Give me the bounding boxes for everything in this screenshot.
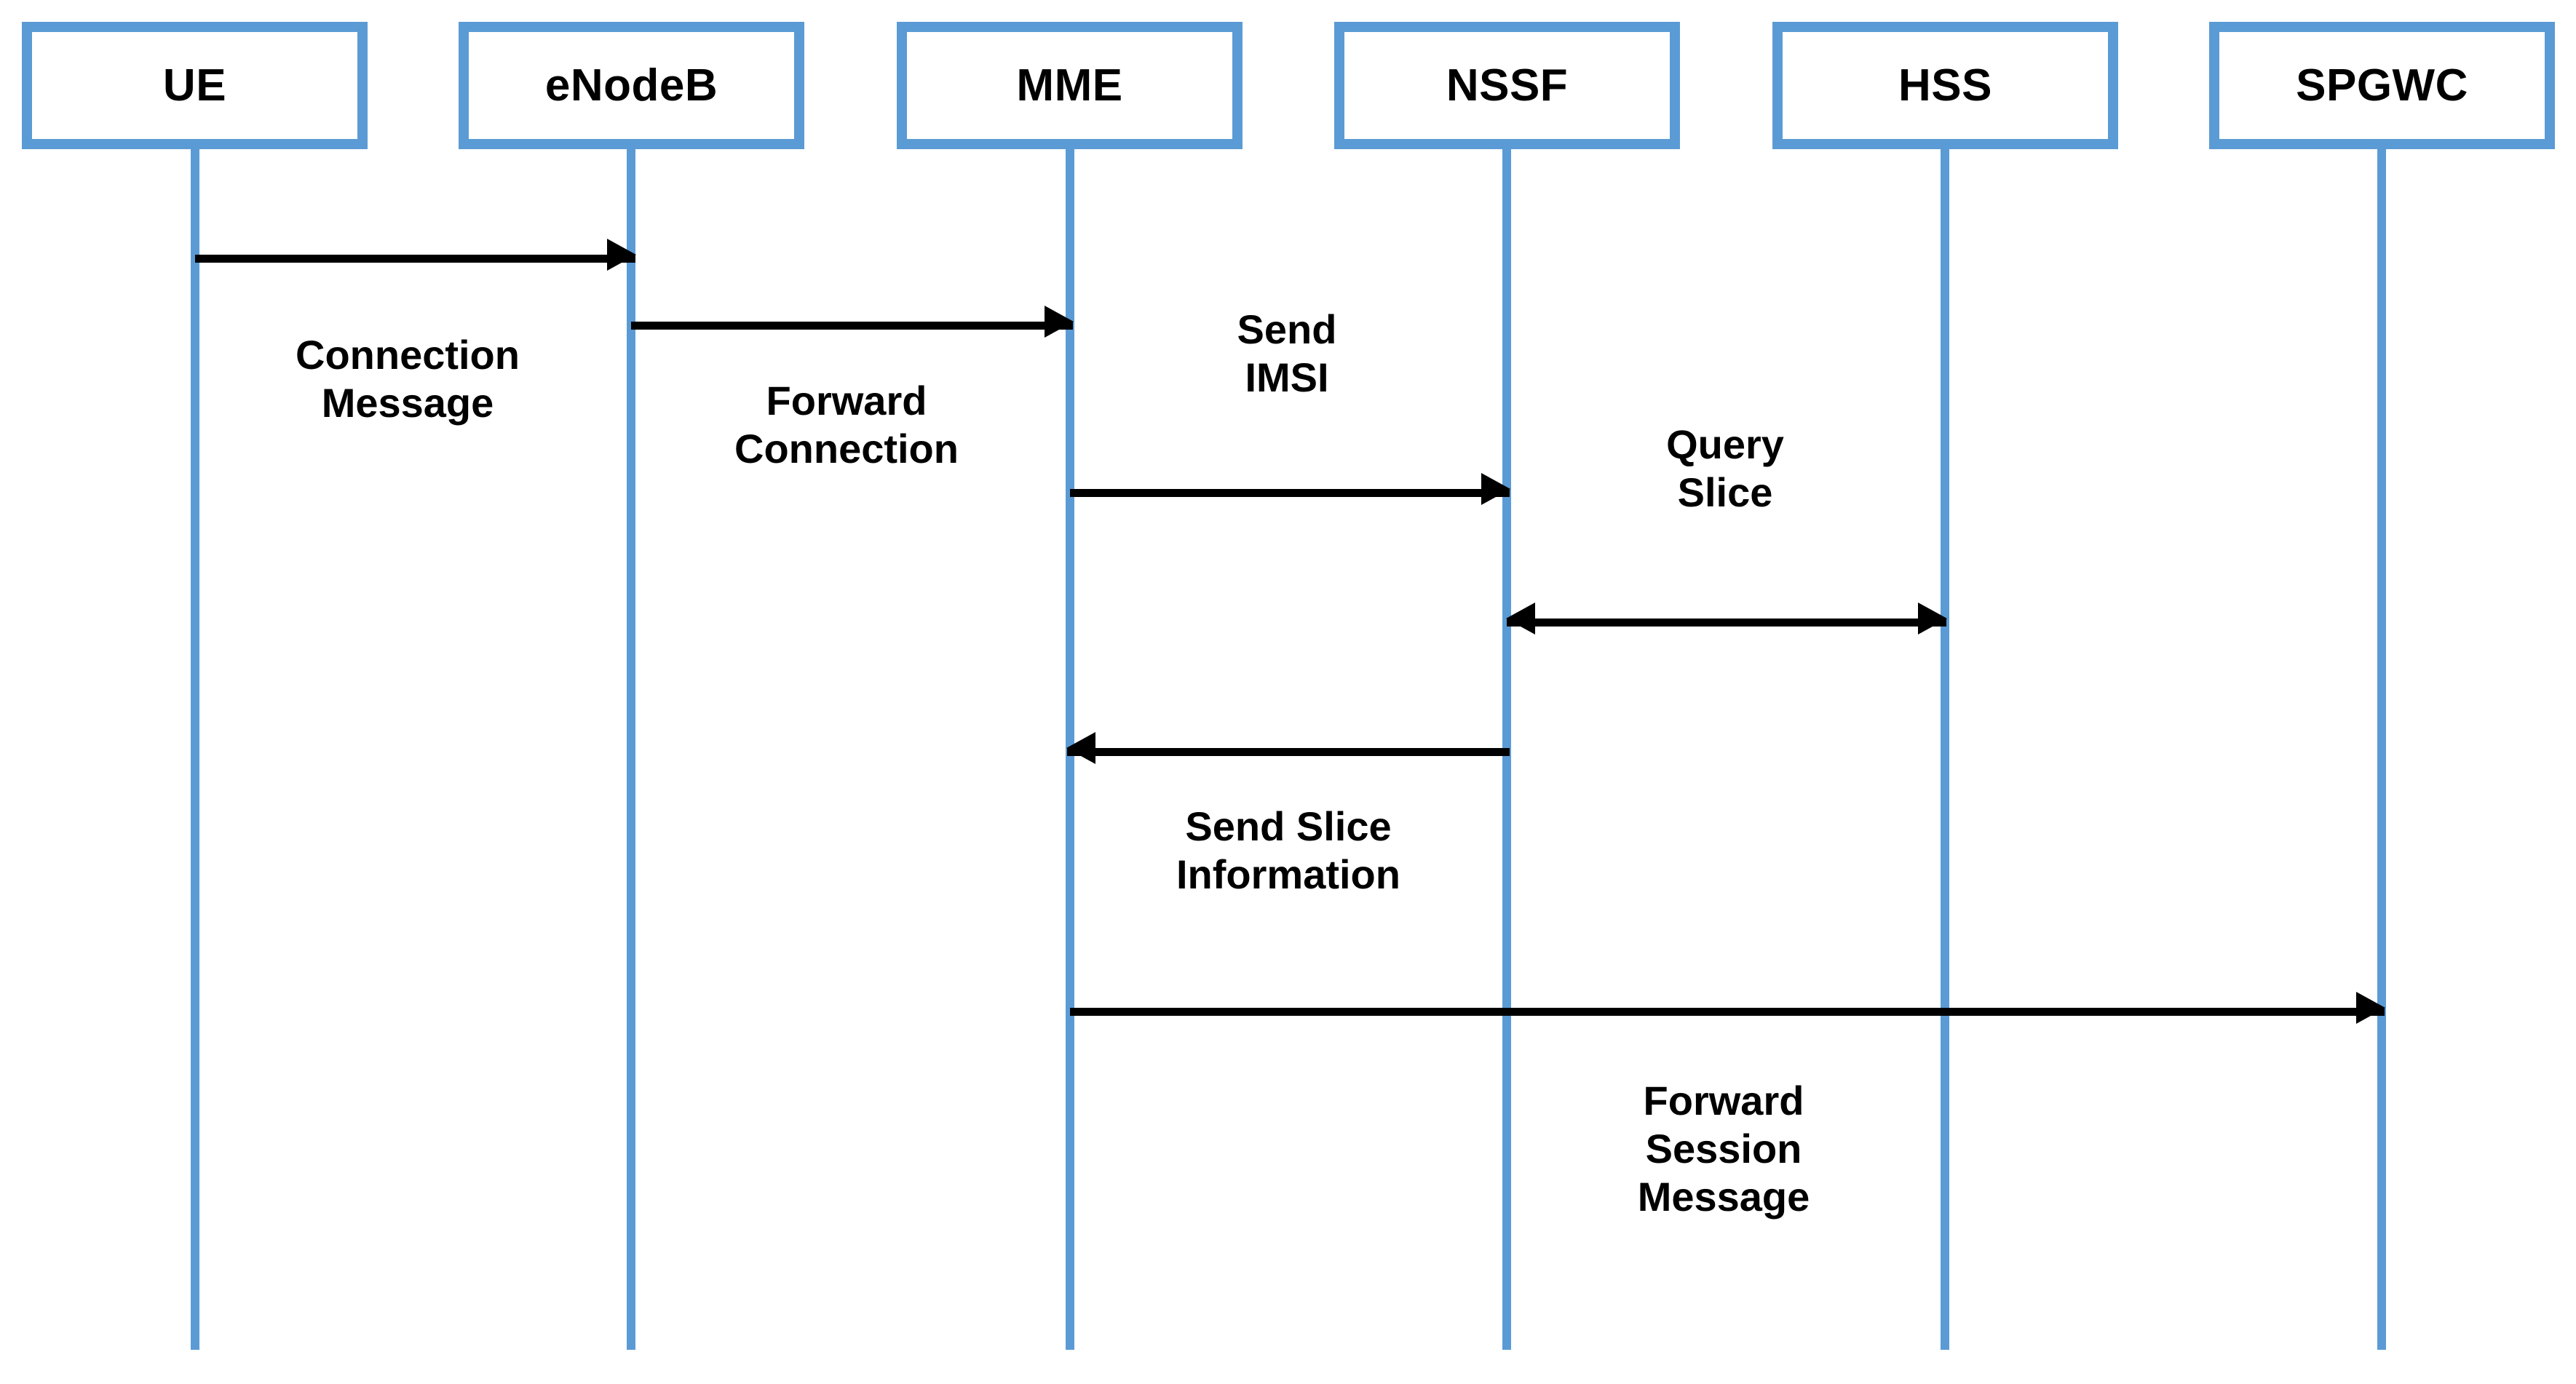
message-line [1507, 619, 1946, 627]
message-label-send-slice-information: Send Slice Information [1176, 803, 1400, 898]
participant-box-nssf[interactable]: NSSF [1334, 22, 1680, 149]
participant-label-enodeb: eNodeB [544, 60, 718, 111]
participant-box-hss[interactable]: HSS [1772, 22, 2118, 149]
participant-box-enodeb[interactable]: eNodeB [459, 22, 804, 149]
arrowhead-right-icon [1481, 473, 1510, 505]
participant-label-spgwc: SPGWC [2296, 60, 2468, 111]
participant-label-nssf: NSSF [1446, 60, 1569, 111]
message-label-query-slice: Query Slice [1666, 421, 1784, 516]
participant-label-mme: MME [1016, 60, 1123, 111]
arrowhead-right-icon [1918, 602, 1947, 635]
arrowhead-right-icon [2356, 992, 2385, 1024]
message-label-send-imsi: Send IMSI [1237, 306, 1337, 401]
lifeline-enodeb [627, 149, 635, 1350]
participant-box-spgwc[interactable]: SPGWC [2209, 22, 2555, 149]
message-line [1070, 1008, 2385, 1016]
message-line [1067, 748, 1510, 756]
message-line [195, 255, 635, 263]
lifeline-spgwc [2377, 149, 2386, 1350]
participant-box-mme[interactable]: MME [897, 22, 1243, 149]
participant-box-ue[interactable]: UE [22, 22, 368, 149]
message-label-forward-session-message: Forward Session Message [1637, 1078, 1810, 1220]
lifeline-ue [191, 149, 199, 1350]
arrowhead-right-icon [1045, 306, 1074, 338]
message-line [1070, 489, 1510, 497]
arrowhead-left-icon [1066, 732, 1095, 764]
participant-label-ue: UE [162, 60, 227, 111]
arrowhead-left-icon [1506, 602, 1535, 635]
message-label-forward-connection: Forward Connection [734, 378, 959, 472]
participant-label-hss: HSS [1898, 60, 1992, 111]
lifeline-hss [1941, 149, 1949, 1350]
arrowhead-right-icon [607, 239, 636, 271]
message-line [631, 322, 1073, 330]
message-label-connection-message: Connection Message [296, 332, 520, 426]
